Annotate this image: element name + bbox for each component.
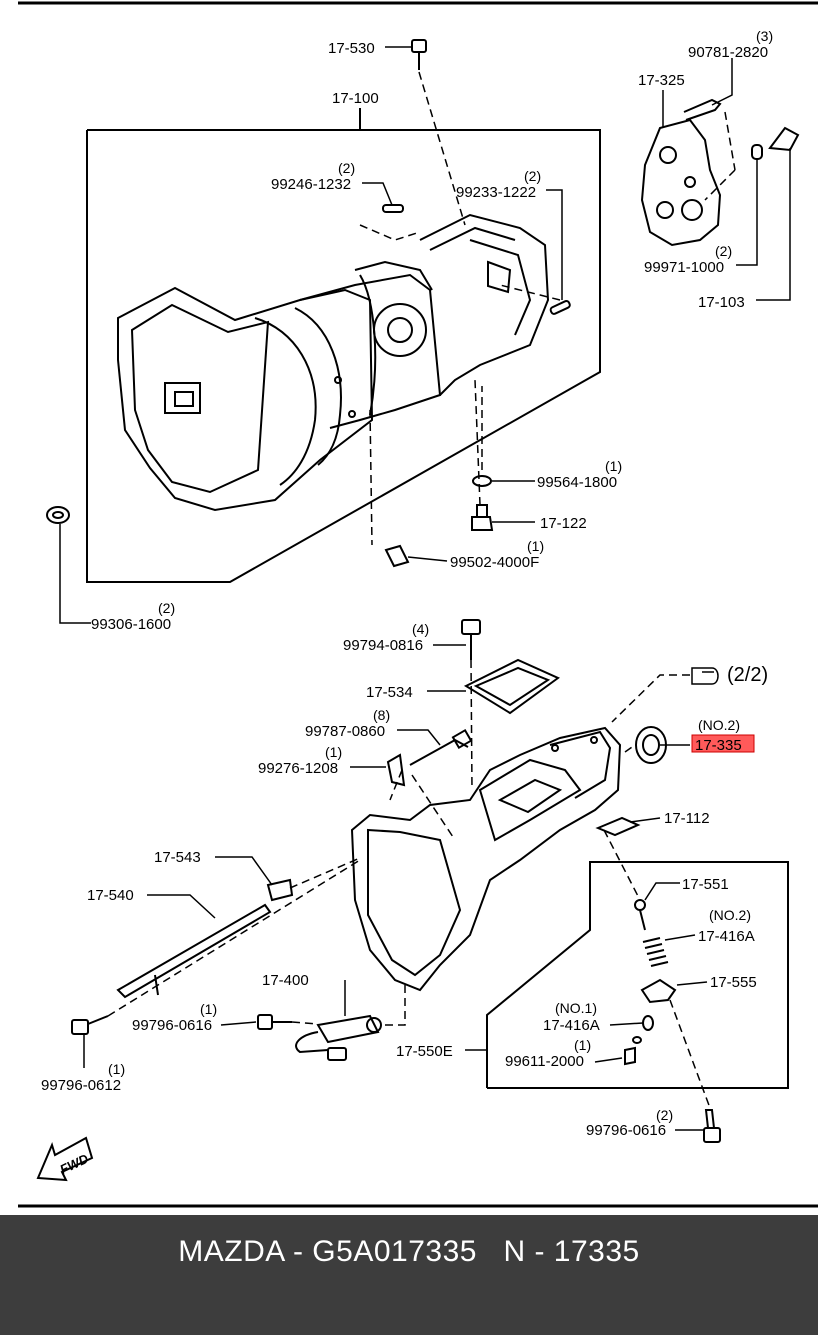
bell-housing-outline — [117, 286, 374, 512]
qty-99794: (4) — [412, 621, 429, 637]
label-99276-1208: 99276-1208 — [258, 760, 338, 777]
qty-99796-0616-bottom: (2) — [656, 1107, 673, 1123]
part-labels: 17-530 17-100 (2) 99246-1232 (2) 99233-1… — [41, 28, 773, 1177]
label-17-325: 17-325 — [638, 72, 685, 89]
part-number-caption: MAZDA - G5A017335 N - 17335 — [178, 1235, 640, 1268]
label-99306-1600: 99306-1600 — [91, 616, 171, 633]
label-99794-0816: 99794-0816 — [343, 637, 423, 654]
label-17-100: 17-100 — [332, 90, 379, 107]
pin-99246 — [382, 204, 404, 213]
fwd-label: FWD — [57, 1151, 91, 1177]
rod-17-540 — [116, 903, 272, 999]
no2-17-416A: (NO.2) — [709, 907, 751, 923]
label-17-550E: 17-550E — [396, 1043, 453, 1060]
holder-17-555 — [640, 978, 677, 1004]
leader-lines — [59, 46, 791, 1131]
plug-17-122 — [471, 504, 494, 531]
highlight-box-17-335 — [691, 734, 755, 753]
label-99787-0860: 99787-0860 — [305, 723, 385, 740]
label-17-543: 17-543 — [154, 849, 201, 866]
hand-pointer-icon — [691, 667, 719, 685]
label-99796-0616-left: 99796-0616 — [132, 1017, 212, 1034]
qty-99276: (1) — [325, 744, 342, 760]
label-99971-1000: 99971-1000 — [644, 259, 724, 276]
ref-2-2: (2/2) — [727, 664, 768, 686]
plug-99502 — [384, 544, 410, 568]
label-17-122: 17-122 — [540, 515, 587, 532]
label-17-416A-no1: 17-416A — [543, 1017, 600, 1034]
label-90781-2820: 90781-2820 — [688, 44, 768, 61]
assembly-lines — [107, 71, 736, 1109]
extension-housing-group — [71, 619, 789, 1143]
rear-cover-17-325 — [640, 98, 800, 247]
group-frame-17-100 — [86, 129, 601, 583]
extension-housing-outline — [350, 726, 622, 992]
label-17-555: 17-555 — [710, 974, 757, 991]
bolt-17-530 — [411, 39, 427, 70]
footer-bar: MAZDA - G5A017335 N - 17335 — [0, 1215, 818, 1335]
gasket-17-112 — [595, 816, 641, 837]
seal-99306 — [46, 506, 70, 524]
transmission-case-group — [86, 108, 601, 583]
no1-17-416A: (NO.1) — [555, 1000, 597, 1016]
group-frame-17-550E — [486, 861, 789, 1089]
label-99796-0616-bottom: 99796-0616 — [586, 1122, 666, 1139]
label-17-112: 17-112 — [664, 810, 710, 827]
washer-99564 — [472, 475, 492, 487]
label-17-551: 17-551 — [682, 876, 729, 893]
qty-99971: (2) — [715, 243, 732, 259]
qty-99502: (1) — [527, 538, 544, 554]
qty-99796-0612: (1) — [108, 1061, 125, 1077]
label-17-103: 17-103 — [698, 294, 745, 311]
label-99796-0612: 99796-0612 — [41, 1077, 121, 1094]
gasket-17-534 — [463, 658, 560, 715]
label-99564-1800: 99564-1800 — [537, 474, 617, 491]
fwd-arrow-icon — [36, 1136, 94, 1182]
label-17-534: 17-534 — [366, 684, 413, 701]
qty-99564: (1) — [605, 458, 622, 474]
label-17-400: 17-400 — [262, 972, 309, 989]
label-99246-1232: 99246-1232 — [271, 176, 351, 193]
qty-99306: (2) — [158, 600, 175, 616]
label-17-416A-no2: 17-416A — [698, 928, 755, 945]
qty-99233: (2) — [524, 168, 541, 184]
guide-17-543 — [266, 878, 294, 902]
qty-99787: (8) — [373, 707, 390, 723]
speed-sensor-17-400 — [316, 1014, 380, 1044]
pin-99233 — [549, 300, 571, 315]
label-17-530: 17-530 — [328, 40, 375, 57]
label-99233-1222: 99233-1222 — [456, 184, 536, 201]
qty-99796-0616-left: (1) — [200, 1001, 217, 1017]
qty-90781: (3) — [756, 28, 773, 44]
qty-99246: (2) — [338, 160, 355, 176]
label-17-335: 17-335 — [695, 737, 742, 754]
qty-99611: (1) — [574, 1037, 591, 1053]
no2-17-335: (NO.2) — [698, 717, 740, 733]
label-17-540: 17-540 — [87, 887, 134, 904]
label-99611-2000: 99611-2000 — [505, 1053, 584, 1070]
parts-diagram: 17-530 17-100 (2) 99246-1232 (2) 99233-1… — [18, 1, 818, 1208]
label-99502-4000F: 99502-4000F — [450, 554, 539, 571]
